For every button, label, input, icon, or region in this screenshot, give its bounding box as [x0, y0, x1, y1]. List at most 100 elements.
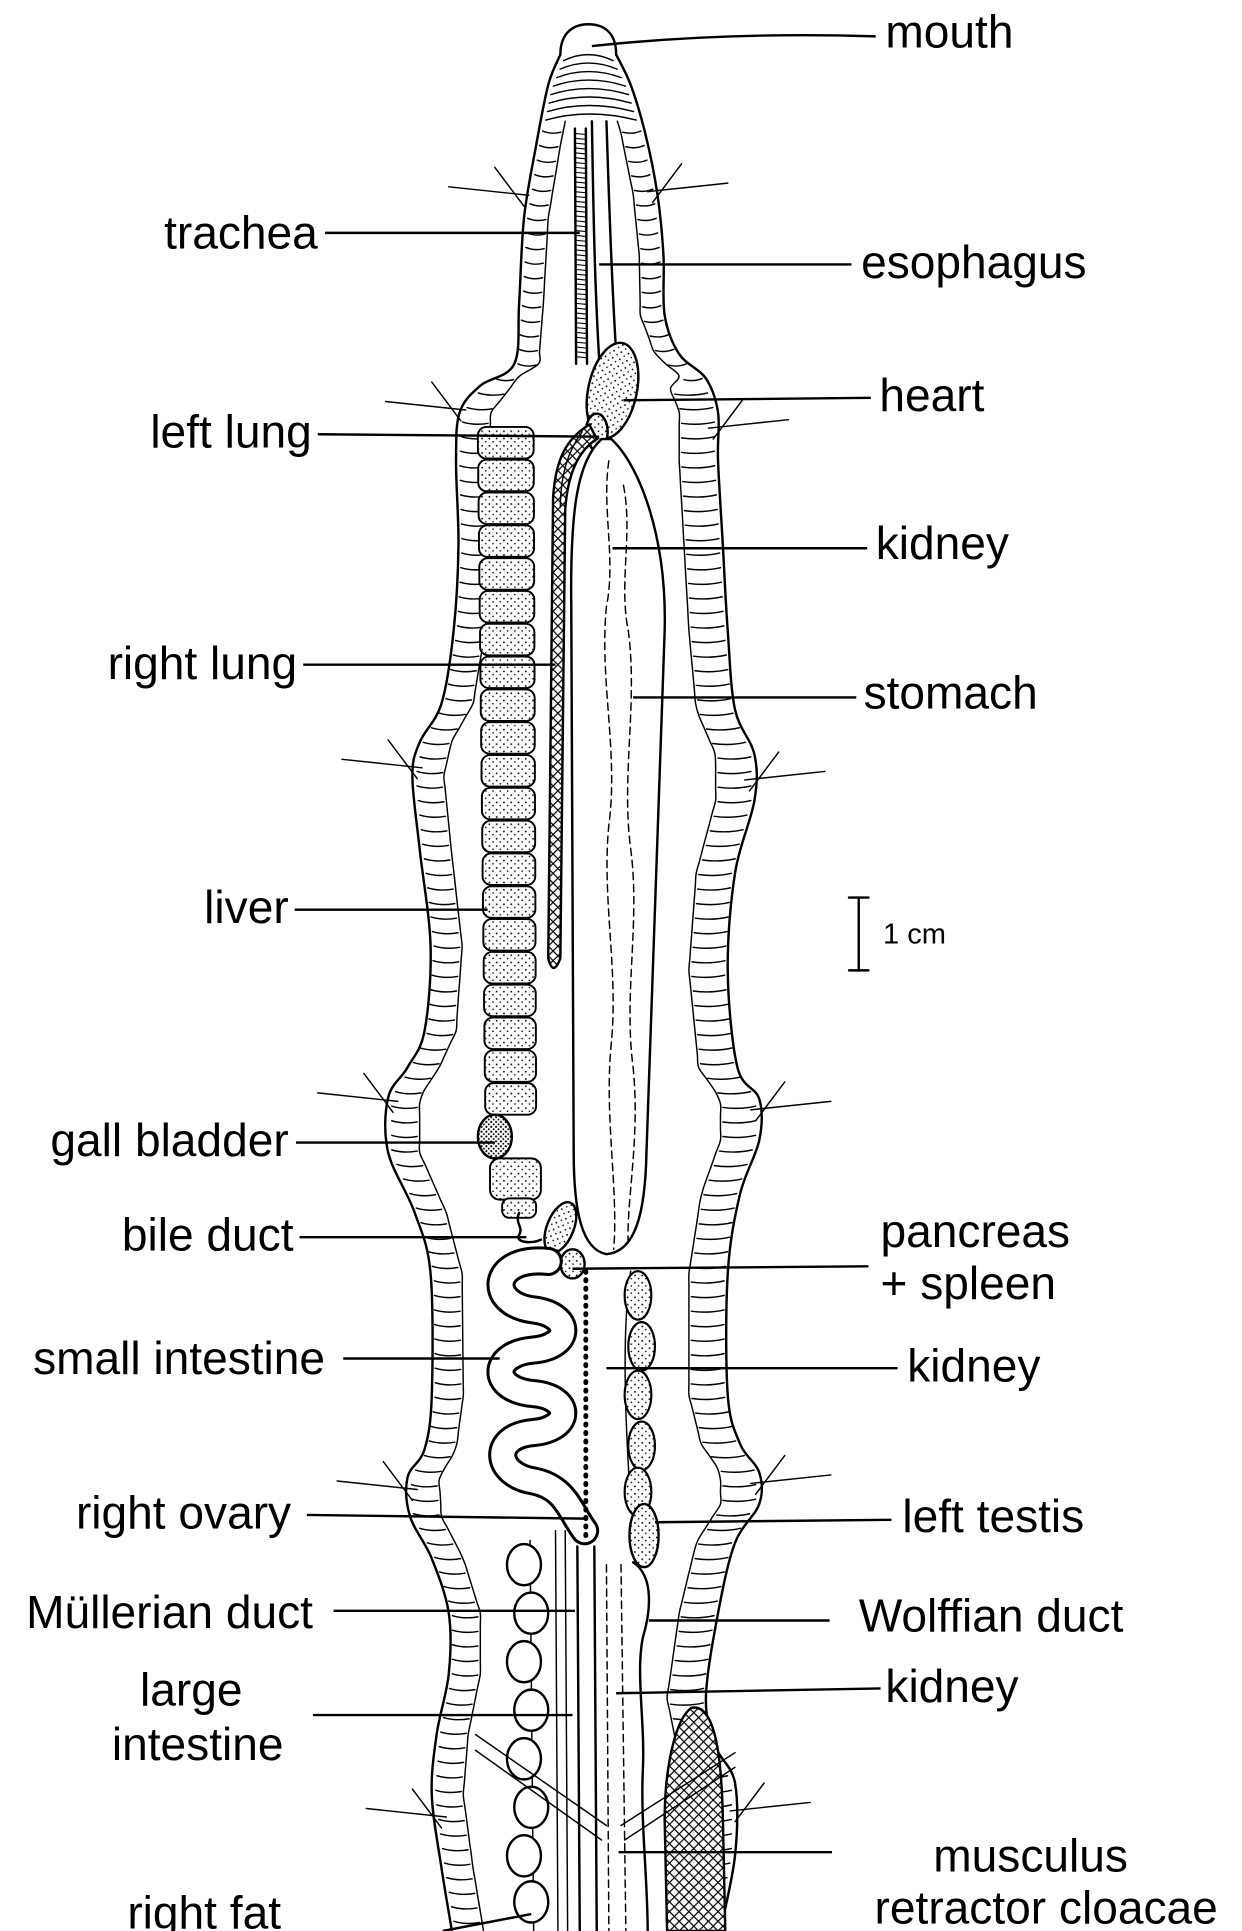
liver-lobe	[480, 624, 534, 656]
label-large-intestine: large intestine	[112, 1663, 284, 1770]
body-striation	[452, 1674, 477, 1676]
body-striation	[682, 466, 715, 468]
body-striation	[706, 844, 739, 846]
kidney-lobe	[628, 1322, 655, 1371]
body-striation	[680, 408, 713, 410]
body-striation	[684, 509, 717, 511]
label-heart: heart	[879, 369, 984, 421]
label-mouth: mouth	[885, 5, 1013, 57]
body-striation	[643, 306, 661, 308]
body-striation	[682, 437, 715, 439]
body-striation	[447, 1878, 472, 1880]
body-striation	[537, 160, 555, 162]
body-striation	[448, 684, 473, 686]
body-striation	[458, 626, 483, 628]
label-trachea: trachea	[164, 207, 318, 259]
body-striation	[638, 218, 656, 220]
costal-tick	[495, 167, 524, 206]
body-striation	[691, 1310, 724, 1312]
body-striation	[523, 291, 541, 293]
body-striation	[420, 1528, 445, 1530]
label-left-testis: left testis	[902, 1490, 1084, 1542]
body-striation	[520, 335, 538, 337]
body-striation	[435, 1310, 460, 1312]
body-striation	[701, 1063, 734, 1065]
body-striation	[690, 611, 723, 613]
body-striation	[451, 670, 476, 672]
ovary-follicle	[507, 1641, 541, 1682]
body-striation	[454, 1921, 479, 1923]
body-striation	[699, 1223, 732, 1225]
body-striation	[703, 859, 736, 861]
leader-kidney	[616, 1688, 880, 1693]
body-striation	[535, 175, 553, 177]
body-striation	[670, 1703, 703, 1705]
costal-tick	[412, 1789, 441, 1828]
body-striation	[524, 277, 542, 279]
body-striation	[463, 422, 488, 424]
scale-bar: 1 cm	[849, 898, 946, 971]
ovary-follicle	[514, 1787, 548, 1828]
body-striation	[692, 961, 725, 963]
large-intestine-wall	[577, 1546, 579, 1931]
label-esophagus: esophagus	[861, 236, 1086, 288]
body-striation	[642, 291, 660, 293]
body-striation	[699, 873, 732, 875]
ovary-follicle	[514, 1690, 548, 1731]
body-striation	[717, 1514, 750, 1516]
body-striation	[721, 1470, 754, 1472]
costal-tick	[342, 759, 422, 767]
esophagus-wall-right	[606, 121, 616, 351]
body-striation	[623, 131, 641, 133]
body-striation	[431, 917, 456, 919]
body-striation	[412, 1485, 437, 1487]
body-striation	[436, 1790, 461, 1792]
label-stomach: stomach	[864, 666, 1038, 718]
costal-tick	[751, 1101, 831, 1109]
label-left-lung: left lung	[150, 406, 311, 458]
leader-mouth	[592, 35, 876, 46]
label-liver: liver	[204, 881, 288, 933]
body-striation	[432, 1266, 457, 1268]
label-pancreas-spleen: pancreas + spleen	[881, 1205, 1083, 1309]
body-striation	[723, 1485, 756, 1487]
body-striation	[691, 1383, 724, 1385]
body-striation	[718, 757, 751, 759]
label-right-fat: right fat	[127, 1887, 281, 1931]
body-striation	[723, 1121, 756, 1123]
body-striation	[694, 655, 727, 657]
label-musculus-line: musculus	[933, 1830, 1128, 1882]
label-kidney: kidney	[876, 517, 1009, 569]
body-striation	[695, 670, 728, 672]
liver-lobe	[484, 952, 536, 984]
body-striation	[445, 1863, 470, 1865]
body-striation	[429, 902, 454, 904]
body-striation	[684, 495, 717, 497]
right-ovary	[507, 1540, 548, 1931]
body-striation	[641, 247, 659, 249]
body-striation	[685, 524, 718, 526]
body-striation	[699, 1426, 732, 1428]
body-striation	[688, 1587, 721, 1589]
body-striation	[444, 1587, 469, 1589]
body-striation	[452, 1616, 477, 1618]
body-striation	[435, 1339, 460, 1341]
label-spleen-line: + spleen	[881, 1257, 1056, 1309]
leader-pancreas-spleen	[572, 1266, 868, 1268]
body-striation	[691, 1281, 724, 1283]
label-pancreas-line: pancreas	[881, 1205, 1071, 1257]
internal-organs	[475, 121, 735, 1931]
body-striation	[697, 1237, 730, 1239]
label-right-ovary: right ovary	[76, 1486, 291, 1538]
body-striation	[439, 1819, 464, 1821]
body-striation	[437, 1776, 462, 1778]
body-striation	[420, 1048, 445, 1050]
body-striation	[682, 422, 715, 424]
costal-tick	[386, 401, 466, 409]
body-striation	[700, 713, 733, 715]
body-striation	[629, 160, 647, 162]
label-right-lung: right lung	[108, 637, 298, 689]
musculus-retractor-cloacae	[665, 1708, 726, 1931]
label-small-intestine: small intestine	[33, 1332, 325, 1384]
